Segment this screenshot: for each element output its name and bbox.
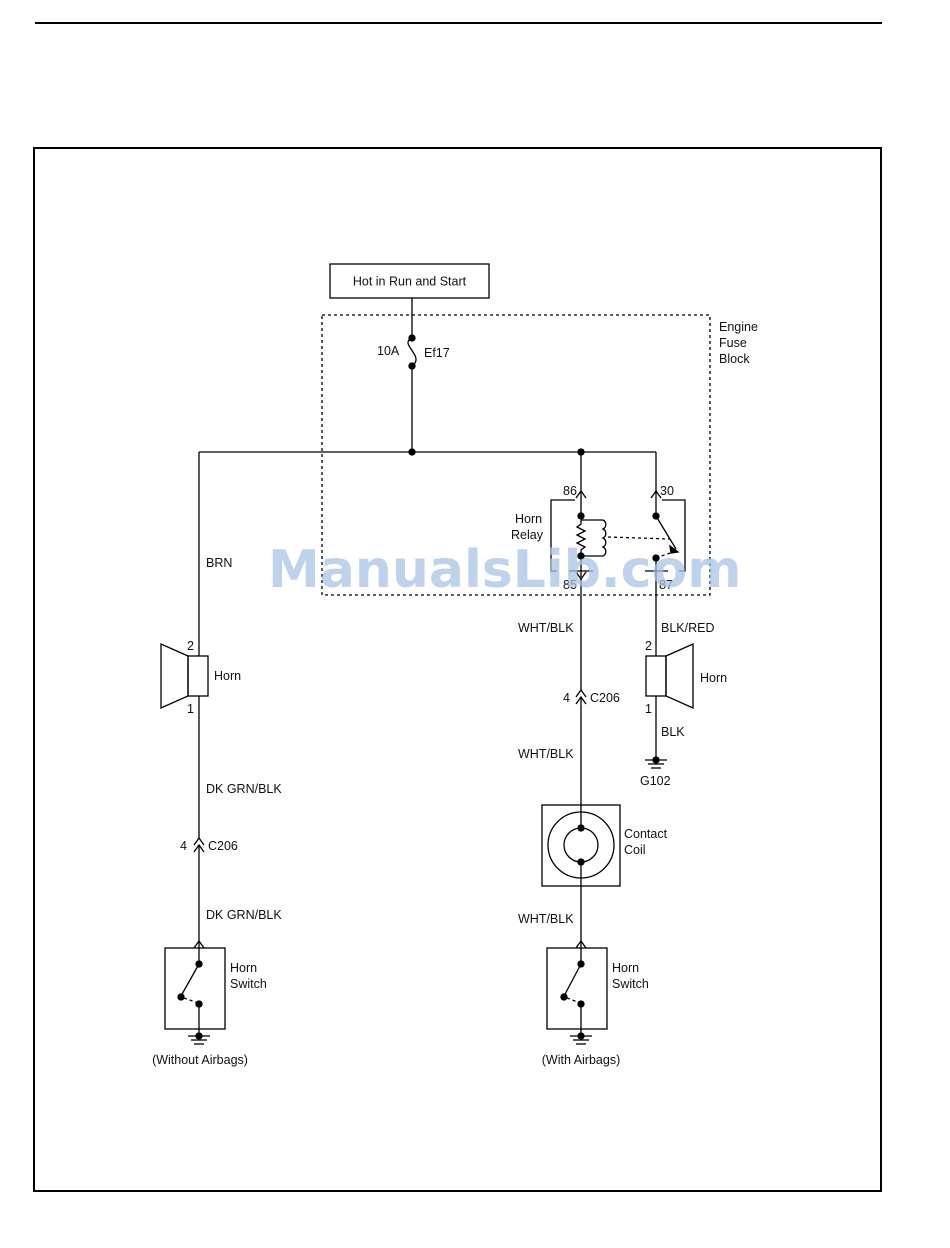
power-source-label: Hot in Run and Start	[353, 275, 467, 289]
contact-coil-label-line1: Contact	[624, 827, 668, 841]
left-horn-pin-top: 2	[187, 639, 194, 653]
wire-brn: BRN	[206, 556, 232, 570]
horn-switch-left	[165, 941, 225, 1044]
power-source-box: Hot in Run and Start	[330, 264, 489, 298]
left-switch-label-line2: Switch	[230, 977, 267, 991]
fuse-block-label-line2: Fuse	[719, 336, 747, 350]
fuse-rating: 10A	[377, 344, 400, 358]
wire-wht-blk-1: WHT/BLK	[518, 621, 574, 635]
contact-coil-label-line2: Coil	[624, 843, 646, 857]
right-horn-pin-top: 2	[645, 639, 652, 653]
connector-right-pin: 4	[563, 691, 570, 705]
left-switch-label-line1: Horn	[230, 961, 257, 975]
left-switch-caption: (Without Airbags)	[152, 1053, 248, 1067]
fuse-id: Ef17	[424, 346, 450, 360]
wire-wht-blk-3: WHT/BLK	[518, 912, 574, 926]
connector-right-id: C206	[590, 691, 620, 705]
wire-blk-red: BLK/RED	[661, 621, 715, 635]
wire-dk-grn-blk-2: DK GRN/BLK	[206, 908, 282, 922]
right-switch-caption: (With Airbags)	[542, 1053, 621, 1067]
relay-pin-30: 30	[660, 484, 674, 498]
left-horn-label: Horn	[214, 669, 241, 683]
left-horn-pin-bottom: 1	[187, 702, 194, 716]
relay-pin-86: 86	[563, 484, 577, 498]
wire-blk: BLK	[661, 725, 685, 739]
contact-coil	[542, 805, 620, 886]
horn-switch-right	[547, 941, 607, 1044]
ground-id: G102	[640, 774, 671, 788]
right-horn-label: Horn	[700, 671, 727, 685]
right-switch-label-line2: Switch	[612, 977, 649, 991]
wire-dk-grn-blk-1: DK GRN/BLK	[206, 782, 282, 796]
right-horn-pin-bottom: 1	[645, 702, 652, 716]
fuse-block-label-line3: Block	[719, 352, 750, 366]
left-horn	[161, 644, 208, 948]
fuse-block-label-line1: Engine	[719, 320, 758, 334]
watermark: ManualsLib.com	[268, 540, 741, 600]
wire-wht-blk-2: WHT/BLK	[518, 747, 574, 761]
wht-blk-wire-right	[576, 598, 586, 805]
connector-left-id: C206	[208, 839, 238, 853]
right-switch-label-line1: Horn	[612, 961, 639, 975]
fuse-ef17	[408, 298, 416, 452]
relay-label-line1: Horn	[515, 512, 542, 526]
connector-left-pin: 4	[180, 839, 187, 853]
